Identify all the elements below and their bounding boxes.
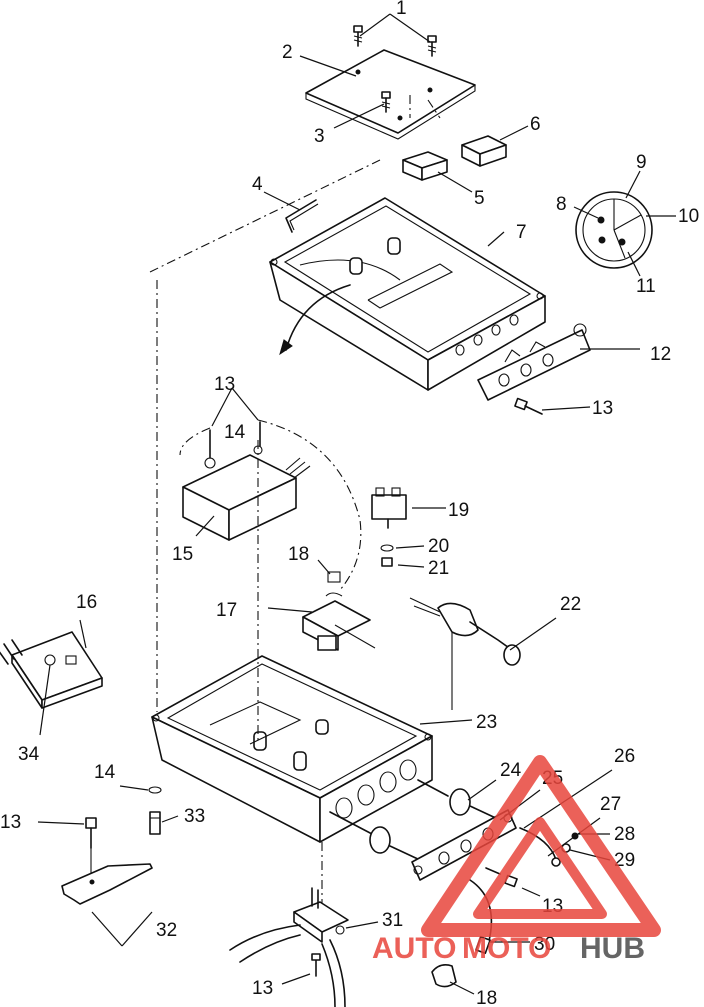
callout-14-left: 14 [94, 762, 116, 783]
leader-34 [39, 664, 51, 736]
screw-3 [381, 91, 391, 113]
callout-6: 6 [530, 114, 541, 135]
callout-4: 4 [252, 174, 263, 195]
module-16 [0, 631, 103, 709]
watermark-inner-triangle-icon [473, 817, 607, 919]
callout-18-upper: 18 [288, 544, 309, 565]
watermark-text-hub: HUB [580, 932, 645, 965]
callout-7: 7 [516, 222, 527, 243]
callout-23: 23 [476, 712, 497, 733]
callout-28: 28 [614, 824, 635, 845]
bracket-12 [477, 323, 591, 401]
spacer-33 [149, 811, 161, 835]
callout-11: 11 [636, 276, 656, 297]
hardware-26-29 [519, 827, 579, 867]
screw-1-left [353, 25, 363, 47]
screw-13-left [85, 817, 97, 876]
callout-15: 15 [172, 544, 193, 565]
terminal-30 [475, 935, 491, 955]
callout-31: 31 [382, 910, 403, 931]
screw-13-bracket [514, 397, 543, 415]
callout-22: 22 [560, 594, 581, 615]
switch-6 [461, 135, 507, 167]
callout-21: 21 [428, 558, 449, 579]
callout-17: 17 [216, 600, 237, 621]
cap-18 [431, 964, 457, 988]
callout-12: 12 [650, 344, 671, 365]
callout-16: 16 [76, 592, 97, 613]
callout-13-left: 13 [0, 812, 21, 833]
gauge [575, 191, 653, 269]
callout-5: 5 [474, 188, 485, 209]
screw-13-bottom [311, 953, 321, 977]
sensor-22 [409, 597, 521, 710]
callout-13-module: 13 [214, 374, 235, 395]
callout-24: 24 [500, 760, 522, 781]
callout-27: 27 [600, 794, 621, 815]
callout-32: 32 [156, 920, 177, 941]
callout-9: 9 [636, 152, 647, 173]
watermark-text-moto: MOTO [462, 932, 551, 965]
callout-13-bottom: 13 [252, 978, 273, 999]
callout-20: 20 [428, 536, 449, 557]
watermark-logo: AUTO MOTO HUB [372, 755, 661, 965]
hex-key-4 [285, 199, 319, 233]
callout-3: 3 [314, 126, 325, 147]
switch-17 [302, 571, 376, 651]
lower-housing [151, 655, 433, 843]
callout-13-bracket: 13 [592, 398, 613, 419]
callout-30: 30 [534, 934, 555, 955]
switch-5 [402, 151, 448, 181]
relay-19 [371, 487, 407, 567]
callout-29: 29 [614, 850, 635, 871]
callout-18-lower: 18 [476, 988, 497, 1007]
centerline-left [149, 159, 381, 273]
callout-26: 26 [614, 746, 635, 767]
module-15 [179, 419, 362, 591]
callout-2: 2 [282, 42, 293, 63]
upper-housing [269, 197, 546, 391]
sensor-31 [229, 887, 349, 1007]
washer-14-left [148, 786, 162, 794]
watermark-triangle-icon [421, 755, 661, 937]
leader-lines [37, 13, 676, 995]
callout-10: 10 [678, 206, 699, 227]
callout-1: 1 [396, 0, 407, 19]
callout-33: 33 [184, 806, 205, 827]
plate-32 [61, 863, 153, 947]
screw-1-right [427, 35, 437, 57]
callout-8: 8 [556, 194, 567, 215]
watermark-text-auto: AUTO [372, 932, 456, 965]
grommet-24 [329, 779, 501, 861]
callout-34: 34 [18, 744, 40, 765]
callout-14-module: 14 [224, 422, 246, 443]
callout-19: 19 [448, 500, 469, 521]
